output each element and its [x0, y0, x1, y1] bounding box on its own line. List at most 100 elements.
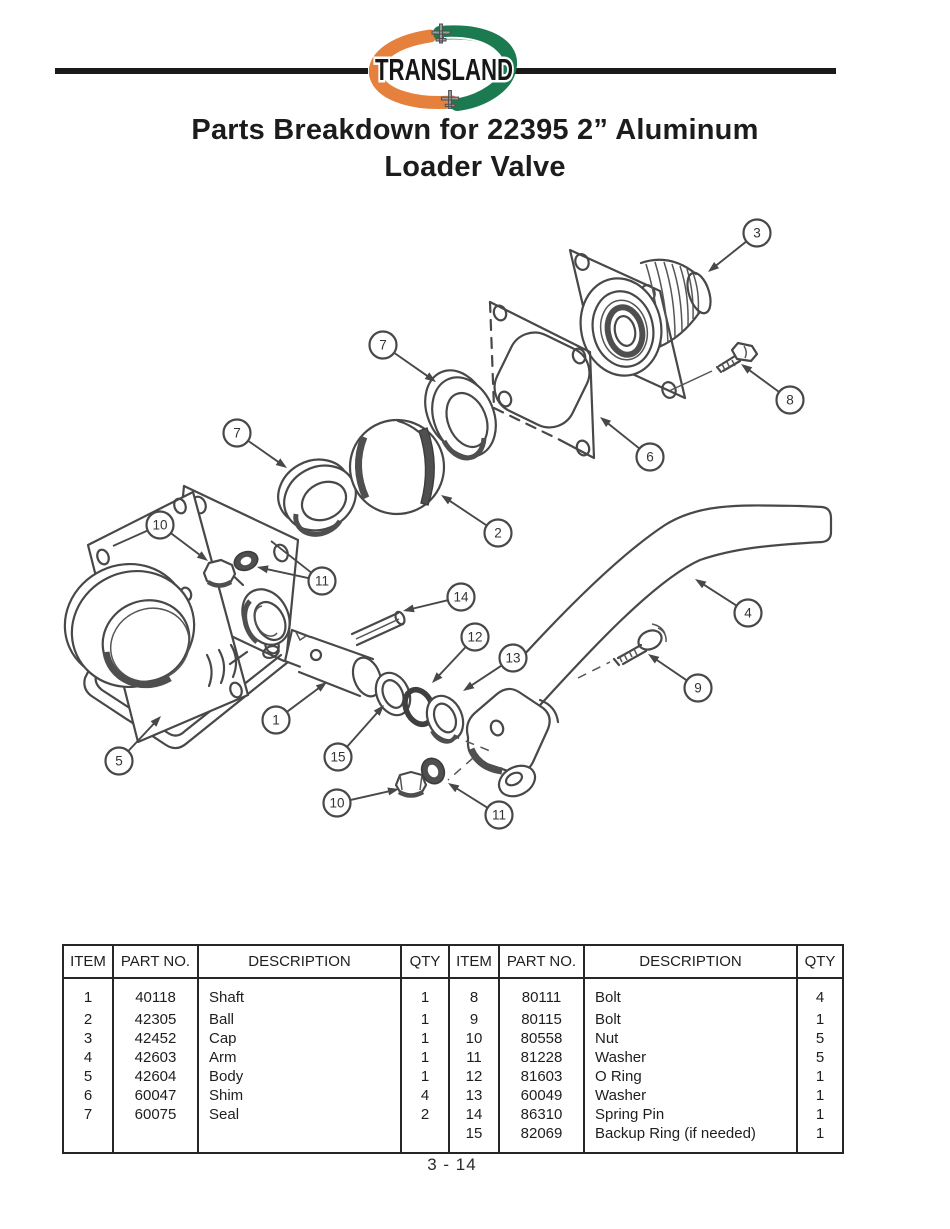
callout-number: 10 [152, 518, 167, 533]
valve-body [63, 484, 300, 750]
table-spacer-row [63, 1143, 843, 1153]
item-cell: 2 [83, 1011, 93, 1028]
body-nut [202, 558, 237, 588]
brand-text: TRANSLAND [375, 52, 513, 87]
qty-cell: 1 [400, 1029, 449, 1048]
callout-arrowhead-icon [648, 654, 660, 664]
partno-cell: 60047 [112, 1086, 198, 1105]
axis-dashes [435, 661, 611, 781]
callout-arrowhead-icon [463, 681, 475, 691]
partno-cell: 81603 [498, 1067, 584, 1086]
nut-lower [394, 770, 428, 798]
item-cell: 1 [83, 989, 93, 1006]
callout-arrowhead-icon [600, 417, 612, 427]
callout-number: 7 [233, 426, 241, 441]
callout-number: 14 [453, 590, 469, 605]
callout-10: 10 [112, 510, 208, 561]
callout-1: 1 [261, 682, 327, 735]
qty-cell: 1 [796, 1010, 843, 1029]
callout-number: 10 [329, 796, 344, 811]
callout-4: 4 [695, 579, 763, 628]
callout-11: 11 [257, 540, 337, 596]
description-cell: Ball [197, 1010, 401, 1029]
callout-5: 5 [104, 716, 161, 776]
callout-number: 11 [492, 808, 506, 823]
partno-cell [112, 1124, 198, 1143]
partno-cell: 82069 [498, 1124, 584, 1143]
callout-10: 10 [322, 787, 399, 818]
header-rule [55, 68, 836, 74]
qty-cell: 4 [400, 1086, 449, 1105]
callout-arrowhead-icon [403, 604, 415, 613]
callout-2: 2 [441, 495, 513, 548]
qty-cell: 1 [400, 978, 449, 1010]
ball [348, 418, 446, 516]
qty-cell [400, 1124, 449, 1143]
partno-cell: 42452 [112, 1029, 198, 1048]
logo-green-stripe [447, 42, 494, 91]
logo-orange-swoosh [368, 29, 459, 110]
airplane-icon [431, 23, 451, 44]
qty-cell: 1 [796, 1086, 843, 1105]
table-header-row: ITEM PART NO. DESCRIPTION QTY ITEM PART … [63, 945, 843, 979]
callout-number: 4 [744, 606, 752, 621]
callout-arrowhead-icon [695, 579, 707, 589]
callout-11: 11 [448, 783, 514, 830]
bolt-9 [612, 623, 667, 667]
description-cell: Cap [197, 1029, 401, 1048]
logo-green-stripe [443, 36, 503, 98]
callout-arrowhead-icon [387, 787, 399, 796]
callout-arrowhead-icon [741, 364, 753, 374]
col-header-description: DESCRIPTION [583, 945, 797, 979]
description-cell: Bolt [583, 978, 797, 1010]
qty-cell: 1 [796, 1067, 843, 1086]
partno-cell: 80111 [498, 978, 584, 1010]
callout-arrowhead-icon [708, 262, 720, 272]
callout-14: 14 [403, 582, 476, 613]
item-cell: 10 [448, 1029, 499, 1048]
item-cell: 12 [448, 1067, 499, 1086]
col-header-partno: PART NO. [112, 945, 198, 979]
description-cell: Shaft [197, 978, 401, 1010]
page-title-line2: Loader Valve [384, 151, 566, 183]
seal-left [277, 458, 357, 537]
col-header-partno: PART NO. [498, 945, 584, 979]
description-cell: Shim [197, 1086, 401, 1105]
callout-number: 12 [467, 630, 482, 645]
callout-number: 1 [272, 713, 280, 728]
partno-cell: 60049 [498, 1086, 584, 1105]
callout-number: 3 [753, 226, 761, 241]
qty-cell: 1 [400, 1010, 449, 1029]
partno-cell: 42604 [112, 1067, 198, 1086]
description-cell: Washer [583, 1048, 797, 1067]
spring-pin [350, 610, 406, 647]
item-cell [63, 1124, 113, 1143]
partno-cell: 42305 [112, 1010, 198, 1029]
partno-cell: 80115 [498, 1010, 584, 1029]
callout-arrowhead-icon [315, 682, 327, 692]
body-washer [233, 550, 259, 572]
page-title-line1: Parts Breakdown for 22395 2” Aluminum [191, 114, 759, 146]
airplane-icon [440, 90, 460, 110]
col-header-item: ITEM [448, 945, 499, 979]
qty-cell: 4 [796, 978, 843, 1010]
callout-7: 7 [368, 330, 436, 382]
qty-cell: 2 [400, 1105, 449, 1124]
callout-number: 9 [694, 681, 702, 696]
partno-cell: 40118 [112, 978, 198, 1010]
col-header-qty: QTY [400, 945, 449, 979]
qty-cell: 5 [796, 1048, 843, 1067]
callout-number: 7 [379, 338, 387, 353]
callout-number: 15 [330, 750, 345, 765]
callout-arrowhead-icon [441, 495, 453, 505]
partno-cell: 60075 [112, 1105, 198, 1124]
bolt-8 [668, 341, 759, 392]
gasket [488, 300, 596, 460]
item-cell: 8 [448, 978, 499, 1010]
